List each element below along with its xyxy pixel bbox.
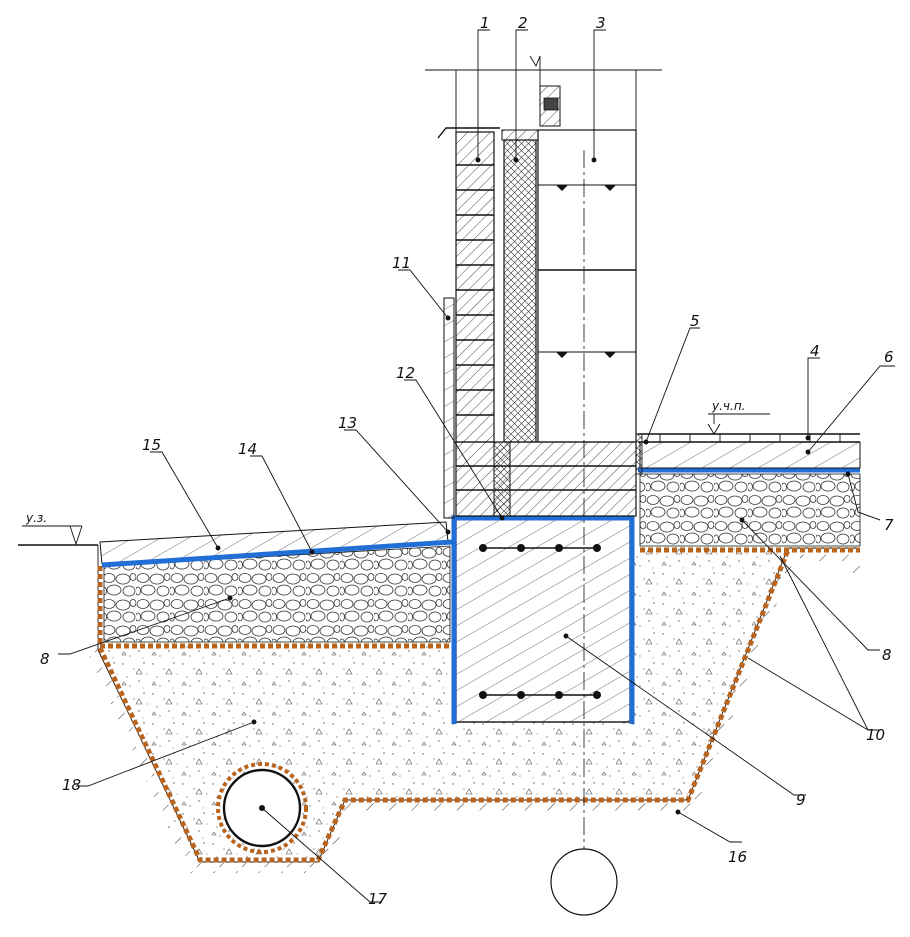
floor-level-mark: у.ч.п. [707,399,770,435]
load-bearing-wall [537,129,637,443]
callout-12: 12 [396,364,415,382]
gravel-left [103,545,451,643]
callout-6: 6 [884,348,894,366]
plinth-masonry [455,441,637,517]
callout-9: 9 [796,791,806,809]
ground-level-mark: у.з. [22,511,83,546]
callout-11: 11 [392,254,411,272]
callout-14: 14 [238,440,257,458]
callout-8-left: 8 [40,650,50,668]
floor-level-text: у.ч.п. [711,399,745,413]
foundation-beam [455,517,631,723]
floor-slab [639,441,861,469]
edge-insulation [635,433,643,475]
facing-brick [455,131,495,443]
callout-1: 1 [480,14,490,32]
plinth-facing [443,297,455,519]
callout-13: 13 [338,414,357,432]
ground-level-text: у.з. [25,511,47,525]
callout-3: 3 [596,14,606,32]
callout-labels: 1 2 3 4 5 6 7 8 8 9 10 11 12 13 14 15 16… [40,14,894,908]
callout-5: 5 [690,312,700,330]
callout-2: 2 [518,14,528,32]
callout-4: 4 [810,342,820,360]
callout-8-right: 8 [882,646,892,664]
callout-16: 16 [728,848,747,866]
wall-top [425,55,662,139]
rebar-top [479,544,601,552]
gravel-right [639,473,861,547]
geotextile [97,547,860,863]
axis-circle [550,848,618,916]
callout-17: 17 [368,890,388,908]
leader-lines [58,29,895,903]
callout-15: 15 [142,436,161,454]
waterproofing-foundation [451,515,635,724]
insulation-cap [501,129,539,141]
waterproofing-blind-area [101,539,453,568]
callout-7: 7 [884,516,894,534]
callout-10: 10 [866,726,885,744]
rebar-bottom [479,691,601,699]
floor-finish [638,433,860,443]
callout-18: 18 [62,776,81,794]
insulation [503,139,537,443]
